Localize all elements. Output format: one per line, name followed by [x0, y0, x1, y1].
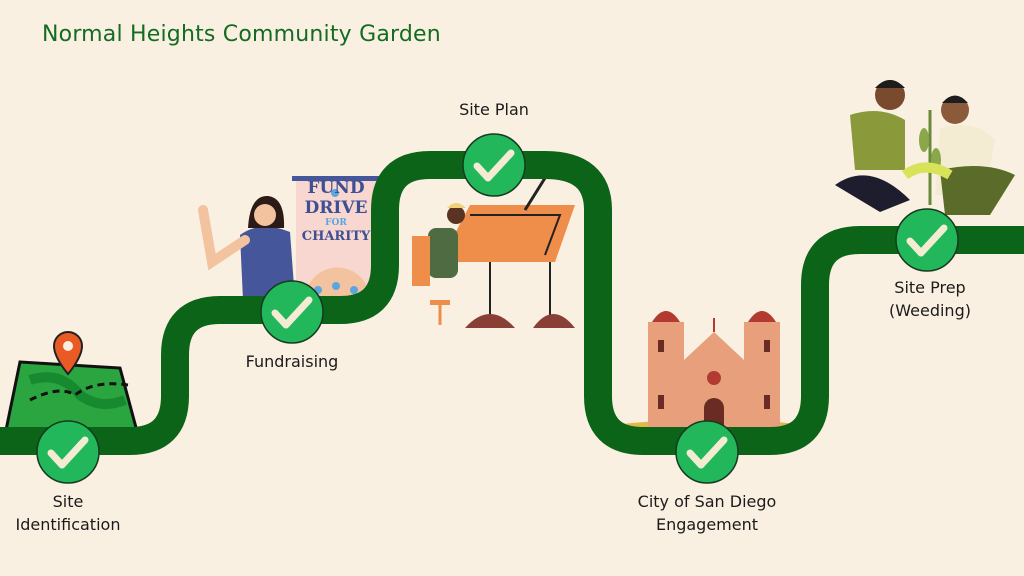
check-circle — [895, 208, 959, 272]
check-icon — [473, 149, 515, 182]
check-circle — [675, 420, 739, 484]
milestone-check-node — [260, 280, 324, 344]
sign-text: CHARITY — [301, 229, 371, 244]
gardeners-illustration — [835, 80, 1015, 215]
label-line: City of San Diego — [637, 492, 777, 511]
check-circle — [36, 420, 100, 484]
sign-text: DRIVE — [304, 198, 368, 218]
milestone-label-city-engagement: City of San Diego Engagement — [607, 490, 807, 536]
check-circle — [260, 280, 324, 344]
milestone-label-site-prep: Site Prep (Weeding) — [830, 276, 1024, 322]
milestone-label-fundraising: Fundraising — [192, 350, 392, 373]
milestone-check-node — [36, 420, 100, 484]
milestone-check-node — [675, 420, 739, 484]
label-line: Site Prep — [894, 278, 966, 297]
check-circle — [462, 133, 526, 197]
site-plan-illustration — [412, 177, 575, 328]
map-illustration — [3, 330, 140, 437]
check-icon — [906, 224, 948, 257]
milestone-label-site-plan: Site Plan — [394, 98, 594, 121]
check-icon — [271, 296, 313, 329]
label-line: Identification — [15, 515, 121, 534]
page-title: Normal Heights Community Garden — [42, 22, 441, 47]
label-line: (Weeding) — [889, 301, 971, 320]
milestone-check-node — [462, 133, 526, 197]
fund-drive-sign: FUND DRIVE FOR CHARITY — [293, 178, 379, 245]
milestone-check-node — [895, 208, 959, 272]
label-line: Engagement — [655, 515, 759, 534]
church-illustration — [610, 311, 810, 436]
label-line: Site — [52, 492, 84, 511]
fundraising-illustration — [198, 176, 380, 300]
location-pin-icon — [52, 330, 84, 376]
check-icon — [686, 436, 728, 469]
sign-text: FOR — [325, 218, 347, 228]
label-line: Site Plan — [459, 100, 529, 119]
check-icon — [47, 436, 89, 469]
milestone-label-site-identification: Site Identification — [0, 490, 168, 536]
sign-text: FUND — [307, 178, 365, 198]
label-line: Fundraising — [245, 352, 339, 371]
